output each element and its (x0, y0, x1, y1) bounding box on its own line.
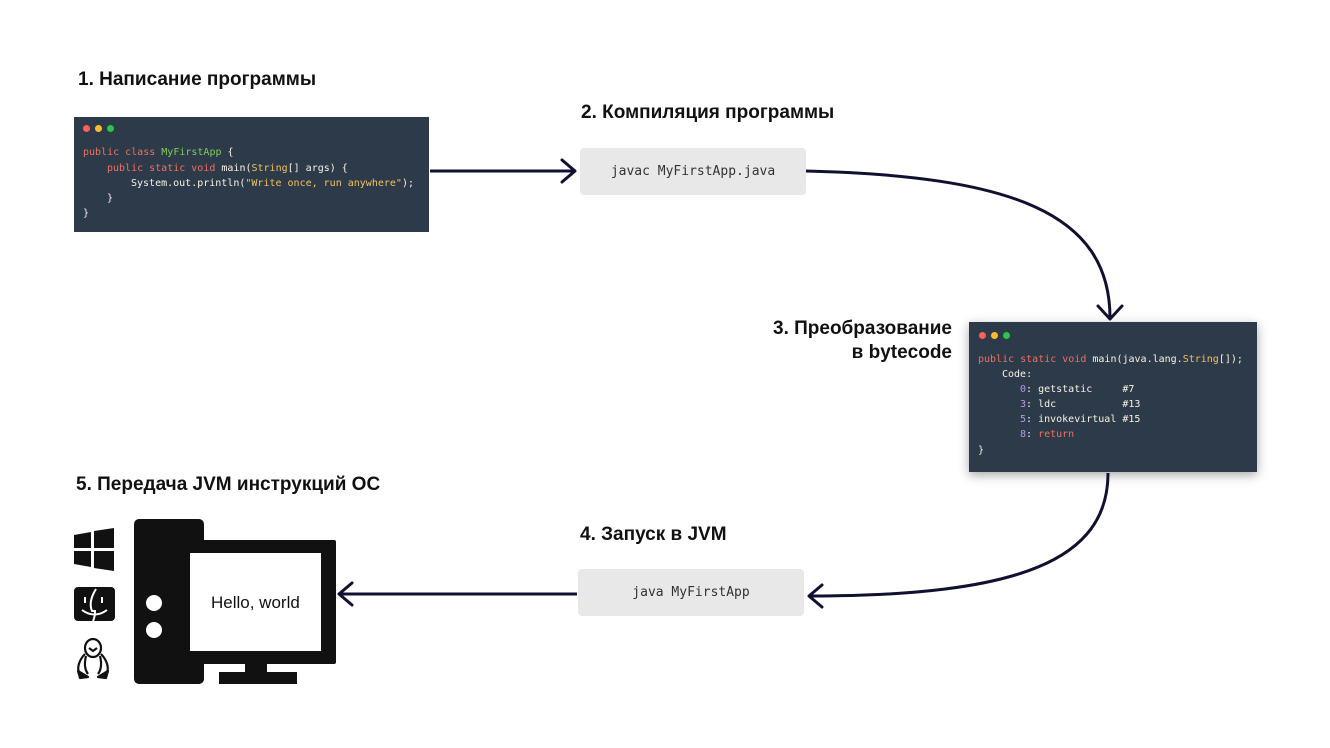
step-5-title: 5. Передача JVM инструкций ОС (76, 474, 381, 495)
bytecode-window: public static void main(java.lang.String… (969, 322, 1257, 472)
run-command-box: java MyFirstApp (578, 569, 804, 616)
bytecode-line: 3: ldc #13 (1020, 399, 1140, 410)
code-line: } (83, 208, 90, 219)
code-class-name: MyFirstApp (161, 147, 222, 158)
arrow-head (807, 583, 824, 609)
arrow-bytecode-to-run (809, 472, 1110, 598)
bytecode-line: Code: (1002, 369, 1033, 380)
code-text: { (221, 147, 234, 158)
maximize-dot-icon (1003, 332, 1010, 339)
step-3-title-line2: в bytecode (851, 342, 952, 363)
bytecode-offset: 0 (1020, 384, 1027, 395)
code-keyword: public static void (107, 163, 222, 174)
bytecode-offset: 3 (1020, 399, 1027, 410)
code-type: String (1182, 354, 1219, 365)
step-1-title: 1. Написание программы (78, 69, 317, 90)
close-dot-icon (83, 125, 90, 132)
bytecode-offset: 5 (1020, 414, 1027, 425)
arrow-head (1096, 304, 1124, 321)
step-2-title: 2. Компиляция программы (581, 102, 835, 123)
compile-command-box: javac MyFirstApp.java (580, 148, 806, 195)
code-text: ); (401, 178, 414, 189)
linux-tux-icon (76, 637, 110, 680)
bytecode-line: 5: invokevirtual #15 (1020, 414, 1140, 425)
step-4-title: 4. Запуск в JVM (580, 524, 727, 545)
code-text: System.out.println( (131, 178, 246, 189)
arrow-compile-to-bytecode (805, 169, 1112, 319)
code-line: } (107, 193, 114, 204)
code-text: : ldc #13 (1026, 399, 1141, 410)
bytecode-line: 8: return (1020, 429, 1074, 440)
code-text: : (1026, 429, 1039, 440)
arrow-head (560, 158, 577, 184)
code-text: : getstatic #7 (1026, 384, 1135, 395)
code-line: System.out.println("Write once, run anyw… (131, 178, 414, 189)
step-3-title-line1: 3. Преобразование (773, 318, 952, 339)
close-dot-icon (979, 332, 986, 339)
code-keyword: public class (83, 147, 162, 158)
bytecode-line: 0: getstatic #7 (1020, 384, 1134, 395)
screen-output-text: Hello, world (211, 593, 300, 612)
code-type: String (251, 163, 288, 174)
code-keyword: return (1038, 429, 1075, 440)
bytecode-offset: 8 (1020, 429, 1027, 440)
code-line: public static void main(String[] args) { (107, 163, 348, 174)
code-text: : invokevirtual #15 (1026, 414, 1141, 425)
mac-finder-icon (74, 587, 115, 622)
arrow-head (337, 581, 354, 607)
code-keyword: public static void (978, 354, 1093, 365)
code-text: [] args) { (287, 163, 348, 174)
source-code-window: public class MyFirstApp { public static … (74, 117, 429, 232)
window-controls (83, 125, 114, 132)
code-line: public class MyFirstApp { (83, 147, 234, 158)
code-text: []); (1218, 354, 1243, 365)
code-text: main( (221, 163, 252, 174)
minimize-dot-icon (95, 125, 102, 132)
bytecode-line: public static void main(java.lang.String… (978, 354, 1243, 365)
bytecode-line: } (978, 445, 985, 456)
monitor-icon (174, 540, 336, 684)
minimize-dot-icon (991, 332, 998, 339)
code-text: main(java.lang. (1092, 354, 1183, 365)
step-3-title: 3. Преобразование в bytecode (740, 317, 952, 365)
maximize-dot-icon (107, 125, 114, 132)
code-string: "Write once, run anywhere" (245, 178, 402, 189)
windows-logo-icon (74, 528, 114, 571)
window-controls (979, 332, 1010, 339)
